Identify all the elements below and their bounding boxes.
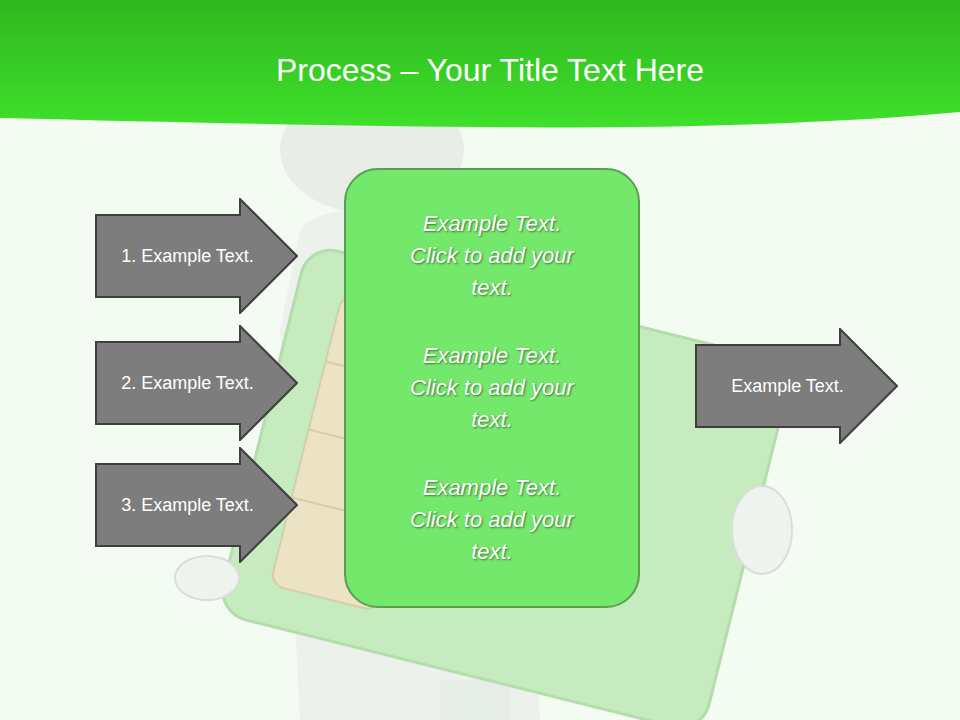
slide-title: Process – Your Title Text Here bbox=[0, 52, 960, 89]
body-text: Example Text. Click to add your text. bbox=[407, 208, 577, 304]
figure-leg bbox=[440, 680, 510, 720]
body-text: Example Text. Click to add your text. bbox=[407, 472, 577, 568]
arrow-outline bbox=[696, 329, 897, 443]
arrow-box: Example Text. bbox=[695, 328, 898, 444]
step-label: Example Text. bbox=[731, 376, 844, 397]
step-label: 1. Example Text. bbox=[121, 246, 254, 267]
arrow-box: 2. Example Text. bbox=[95, 325, 298, 441]
content-box: Example Text. Click to add your text. Exa… bbox=[344, 168, 640, 608]
arrow-outline bbox=[96, 326, 297, 440]
arrow-outline bbox=[96, 199, 297, 313]
arrow-box: 3. Example Text. bbox=[95, 447, 298, 563]
step-label: 2. Example Text. bbox=[121, 373, 254, 394]
figure-right-hand bbox=[732, 486, 792, 574]
step-label: 3. Example Text. bbox=[121, 495, 254, 516]
arrow-outline bbox=[96, 448, 297, 562]
body-text: Example Text. Click to add your text. bbox=[407, 340, 577, 436]
figure-left-hand bbox=[175, 556, 239, 600]
arrow-box: 1. Example Text. bbox=[95, 198, 298, 314]
